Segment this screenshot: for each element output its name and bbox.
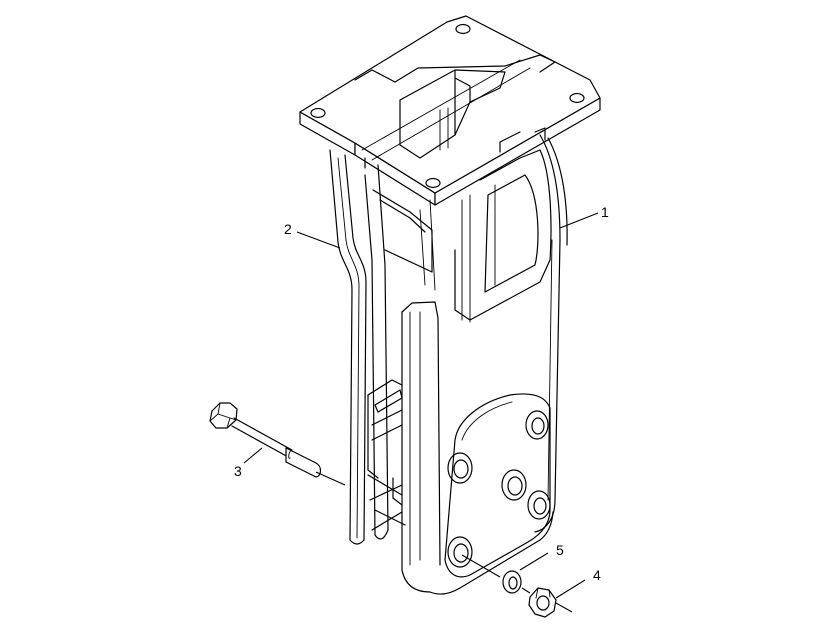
side-rail xyxy=(329,149,436,545)
callout-1: 1 xyxy=(601,204,609,220)
leader-line-5 xyxy=(519,552,549,571)
callout-2: 2 xyxy=(284,221,292,237)
callout-5: 5 xyxy=(556,542,564,558)
washer xyxy=(502,570,522,594)
mounting-boss-left xyxy=(447,452,473,484)
callout-3: 3 xyxy=(234,463,242,479)
nut xyxy=(528,587,557,618)
callout-4: 4 xyxy=(593,567,601,583)
bolt xyxy=(209,402,346,486)
top-mounting-plate xyxy=(299,15,601,206)
leader-line-4 xyxy=(555,579,586,599)
leader-line-3 xyxy=(243,447,263,464)
leader-line-1 xyxy=(559,212,599,229)
mounting-boss-lower xyxy=(447,536,473,568)
frame-body xyxy=(367,134,568,595)
leader-line-2 xyxy=(296,231,341,249)
mounting-boss-upper xyxy=(525,410,549,440)
mounting-boss-center xyxy=(501,469,527,501)
mounting-boss-right xyxy=(527,490,551,520)
